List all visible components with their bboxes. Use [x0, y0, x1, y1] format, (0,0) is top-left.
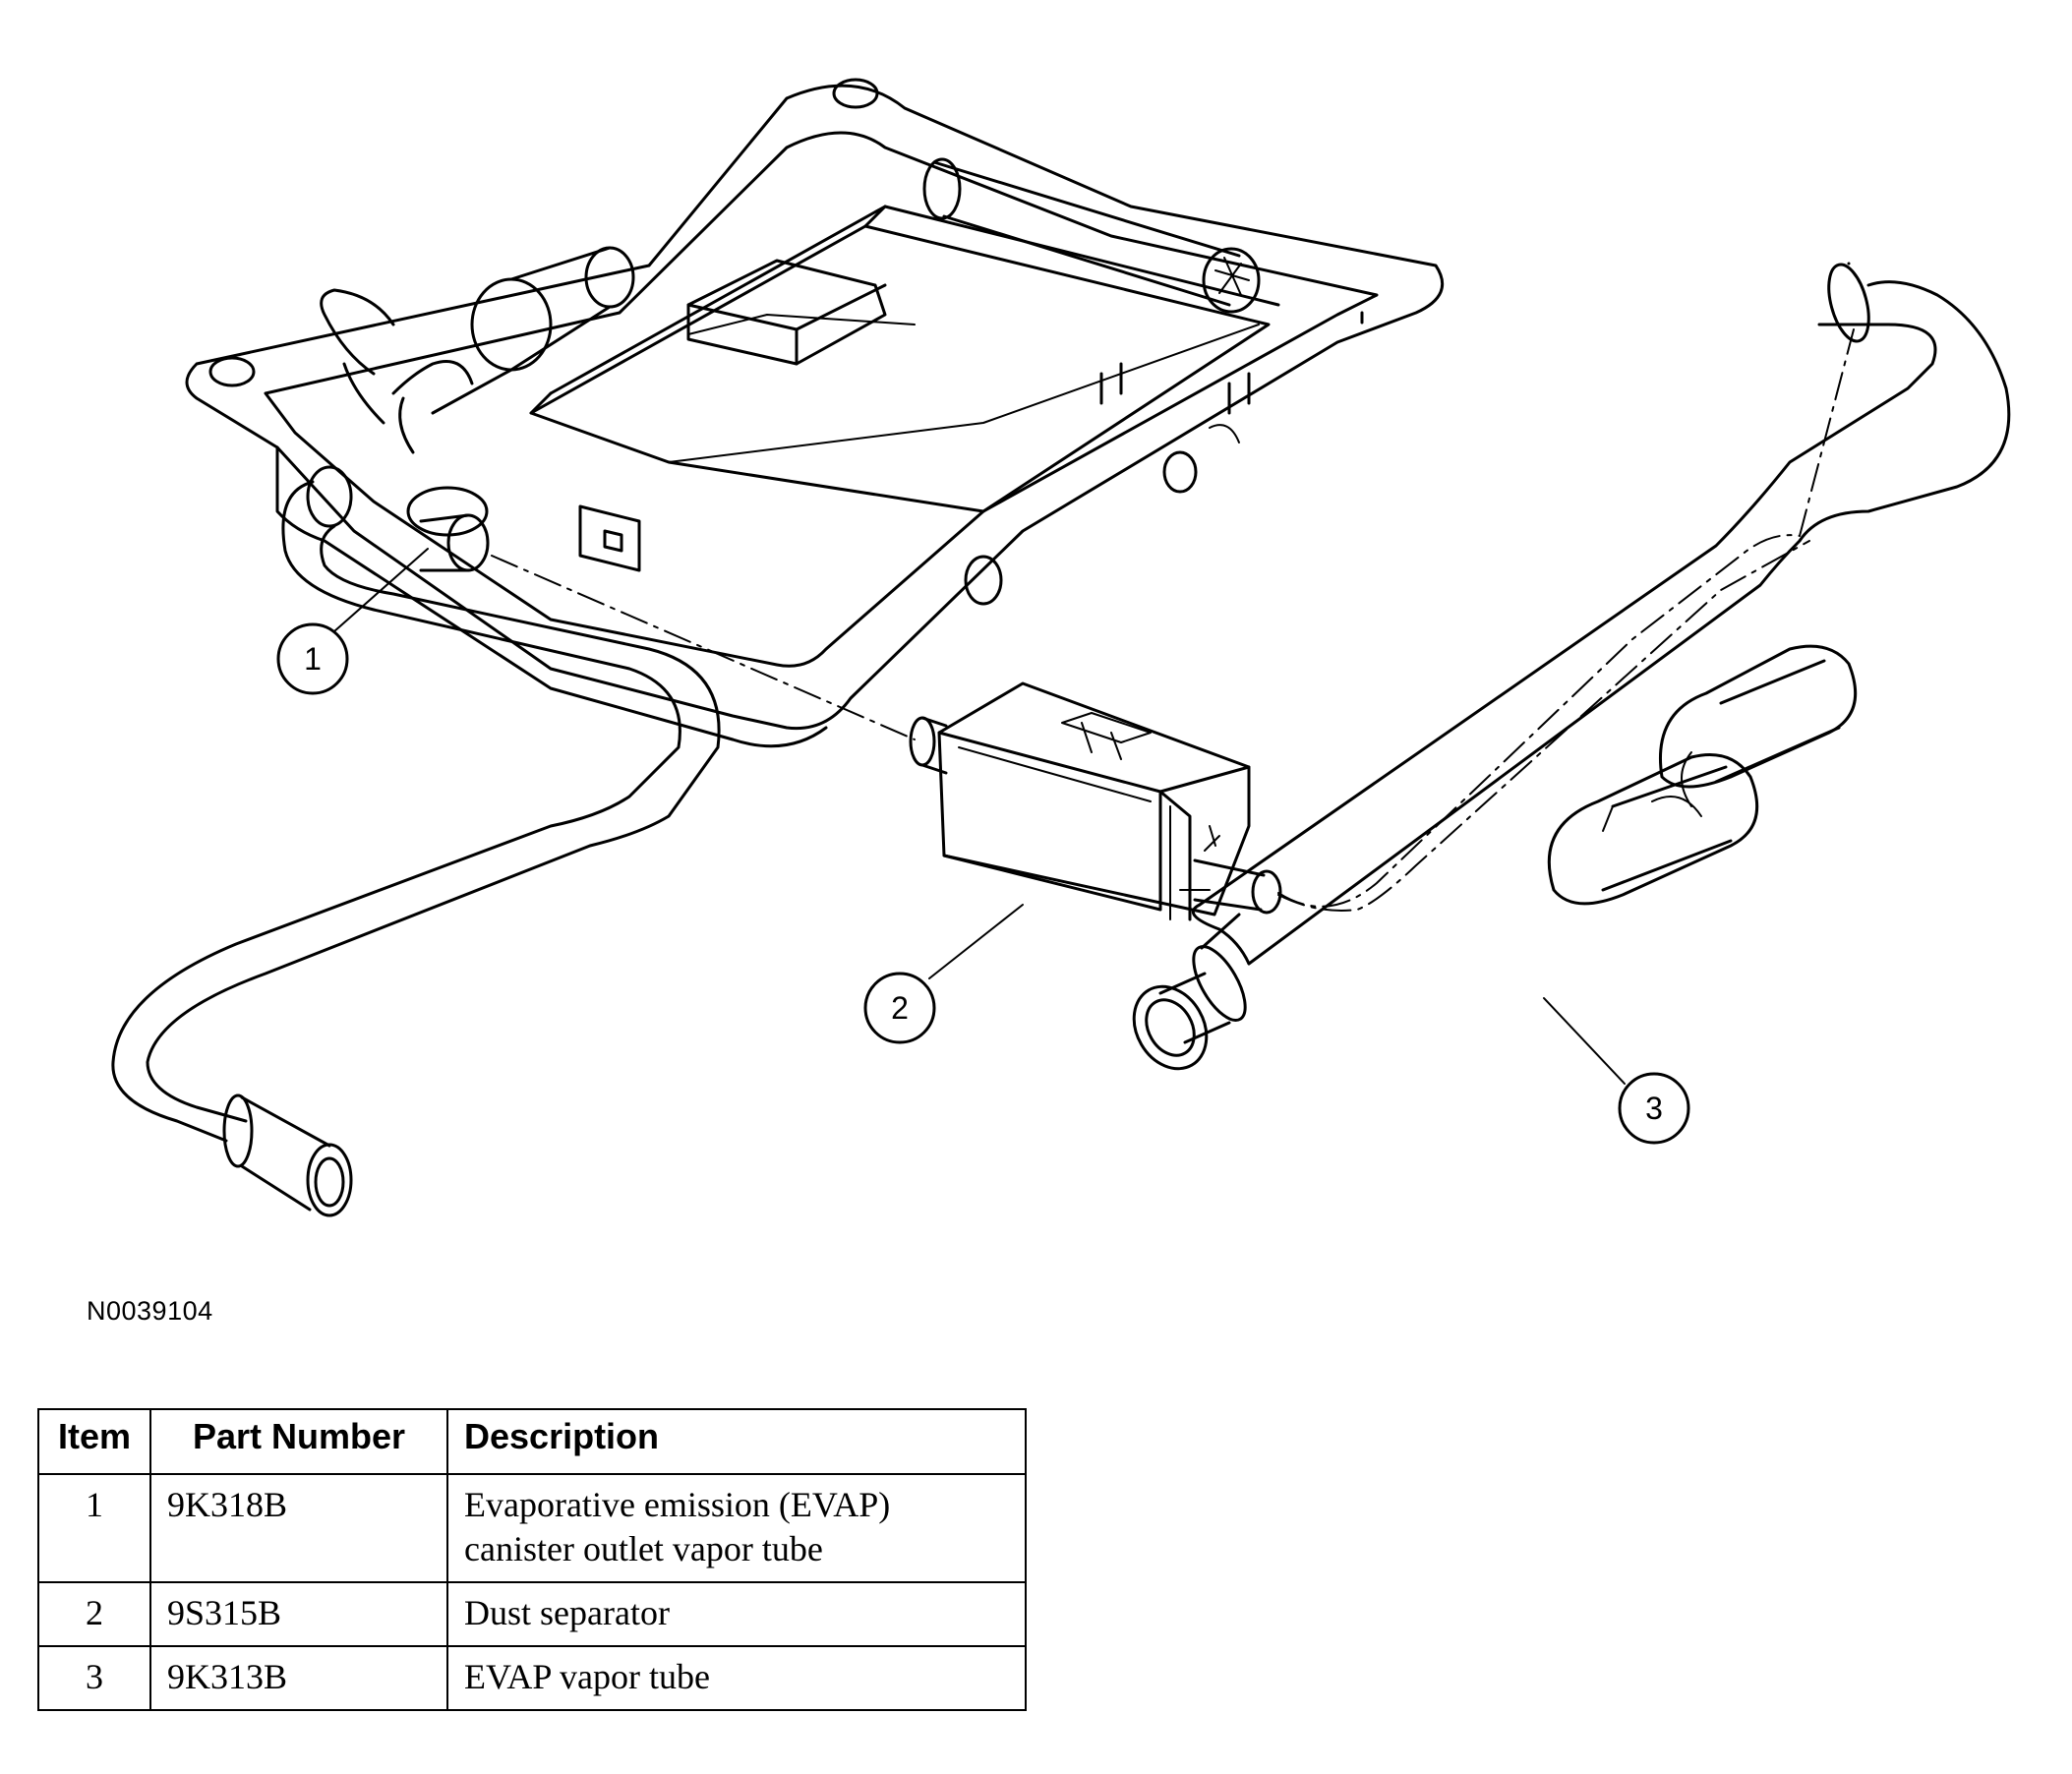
header-description: Description	[446, 1408, 1027, 1475]
callout-2-leader	[928, 904, 1024, 979]
row-description-line: Evaporative emission (EVAP)	[464, 1485, 891, 1524]
figure-id: N0039104	[87, 1296, 213, 1326]
alignment-line-2	[1277, 328, 1855, 908]
callout-1-circle	[276, 622, 349, 695]
row-part-number: 9K313B	[149, 1645, 448, 1711]
row-item: 2	[37, 1581, 151, 1647]
row-description-line: canister outlet vapor tube	[464, 1529, 823, 1568]
parts-table: Item Part Number Description 1 9K318B Ev…	[37, 1408, 1027, 1711]
row-item: 3	[37, 1645, 151, 1711]
table-row: 1 9K318B Evaporative emission (EVAP) can…	[37, 1473, 1027, 1583]
row-description: EVAP vapor tube	[446, 1645, 1027, 1711]
table-row: 2 9S315B Dust separator	[37, 1581, 1027, 1647]
table-header-row: Item Part Number Description	[37, 1408, 1027, 1475]
row-description: Dust separator	[446, 1581, 1027, 1647]
callout-3: 3	[1645, 1091, 1663, 1126]
callout-1-leader	[333, 548, 429, 632]
callout-3-leader	[1543, 997, 1626, 1085]
table-row: 3 9K313B EVAP vapor tube	[37, 1645, 1027, 1711]
row-part-number: 9S315B	[149, 1581, 448, 1647]
callout-2: 2	[891, 990, 909, 1026]
row-description-line: Dust separator	[464, 1593, 670, 1632]
evap-vapor-tube	[1132, 262, 2011, 1071]
row-description-line: EVAP vapor tube	[464, 1657, 710, 1696]
canister-outlet-vapor-tube	[111, 465, 721, 1217]
header-item: Item	[37, 1408, 151, 1475]
row-description: Evaporative emission (EVAP) canister out…	[446, 1473, 1027, 1583]
evap-canister-assembly	[185, 78, 1445, 748]
dust-separator	[909, 681, 1282, 921]
row-part-number: 9K318B	[149, 1473, 448, 1583]
row-item: 1	[37, 1473, 151, 1583]
callout-3-circle	[1618, 1072, 1690, 1145]
callout-2-circle	[863, 972, 936, 1044]
header-part-number: Part Number	[149, 1408, 448, 1475]
callout-1: 1	[304, 641, 322, 677]
